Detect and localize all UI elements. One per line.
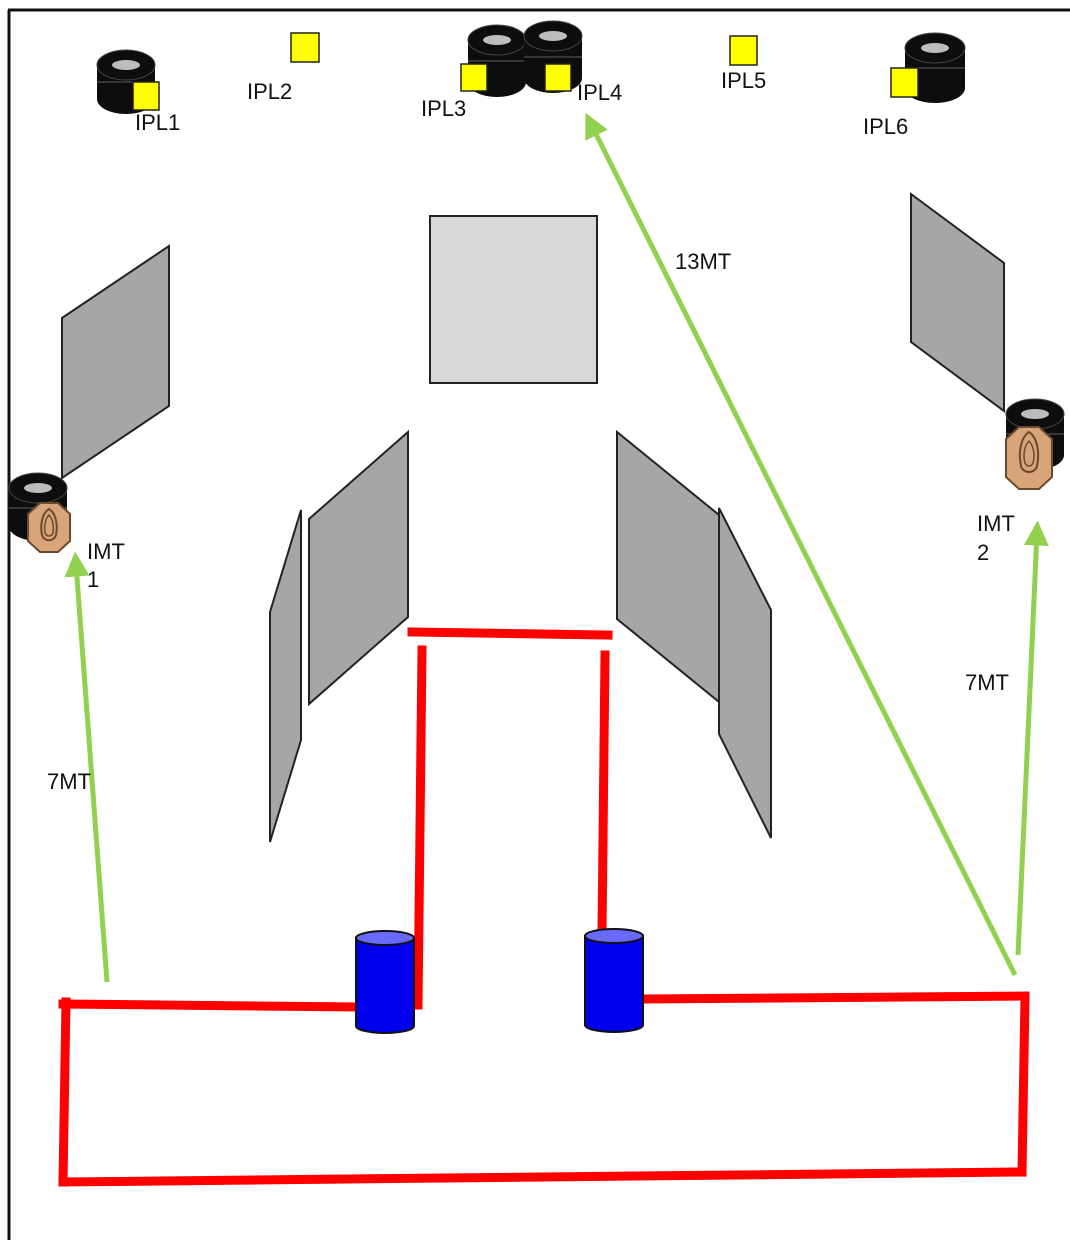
barricade-left-upper xyxy=(61,244,170,480)
imt1-target xyxy=(27,502,71,553)
ipl3-plate xyxy=(460,63,488,92)
imt2-target xyxy=(1005,426,1053,490)
fault-lines xyxy=(58,627,1030,1187)
barrel-left xyxy=(355,930,415,1034)
barricade-left-inner xyxy=(308,429,409,707)
barrel-right xyxy=(584,928,644,1033)
fault-line-box-left-top xyxy=(58,999,362,1012)
imt2-label-line2: 2 xyxy=(977,540,989,565)
ipl5-label: IPL5 xyxy=(721,68,766,93)
fault-line-left-lane xyxy=(413,645,427,1010)
imt1-label-line2: 1 xyxy=(87,567,99,592)
barricade-right-outer xyxy=(718,507,772,839)
ipl6-tire-stack xyxy=(904,32,966,103)
ipl4-label: IPL4 xyxy=(577,80,622,105)
ipl5-plate xyxy=(729,35,758,66)
ipl2-label: IPL2 xyxy=(247,79,292,104)
barricade-right-inner xyxy=(616,429,725,709)
distance-arrow-ipl4 xyxy=(585,112,1018,977)
fault-line-box-bottom xyxy=(58,1167,1027,1187)
barricade-right-upper xyxy=(910,192,1005,413)
barricade-left-outer xyxy=(269,509,302,843)
distance-arrow-imt2 xyxy=(1015,520,1049,956)
distance-label-imt1: 7MT xyxy=(47,769,91,794)
ipl6-plate xyxy=(890,67,919,98)
center-block xyxy=(429,215,598,384)
distance-label-imt2: 7MT xyxy=(965,670,1009,695)
ipl3-label: IPL3 xyxy=(421,96,466,121)
fault-line-right-lane xyxy=(597,650,610,937)
ipl6-label: IPL6 xyxy=(863,114,908,139)
ipl4-plate xyxy=(544,63,572,92)
distance-arrow-imt1 xyxy=(64,551,110,983)
imt1-label-line1: IMT xyxy=(87,539,125,564)
fault-line-box-left xyxy=(58,997,71,1187)
fault-line-top-bar xyxy=(407,627,613,640)
ipl2-plate xyxy=(290,32,320,63)
distance-label-ipl4: 13MT xyxy=(675,249,731,274)
ipl1-label: IPL1 xyxy=(135,110,180,135)
fault-line-box-right-top xyxy=(639,991,1030,1004)
fault-line-box-right xyxy=(1017,992,1030,1177)
imt2-label-line1: IMT xyxy=(977,511,1015,536)
ipl1-plate xyxy=(132,81,160,111)
